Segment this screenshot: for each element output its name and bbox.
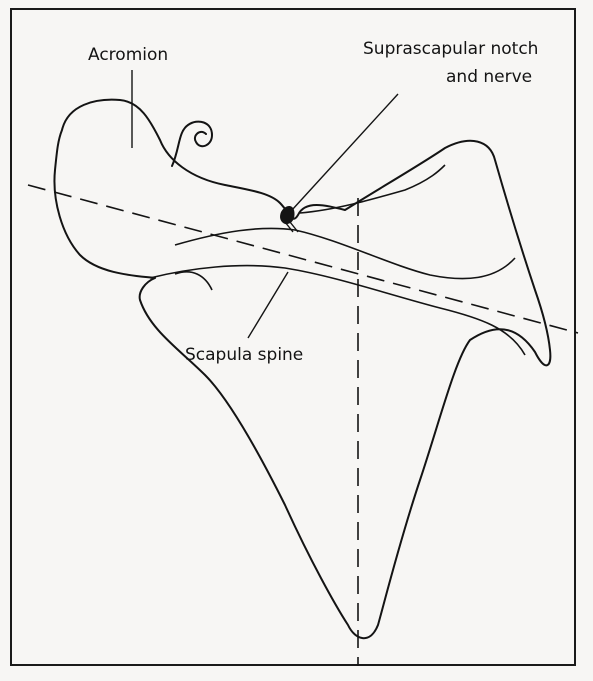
scapula-outline bbox=[54, 100, 550, 639]
scapula-spine-leader-line bbox=[248, 272, 288, 338]
infraspinous-contour bbox=[175, 272, 212, 290]
suprascapular-leader-line bbox=[292, 94, 398, 210]
acromion-label: Acromion bbox=[88, 45, 168, 65]
oblique-axis-dashed-line bbox=[28, 185, 578, 333]
suprascapular-label-line2: and nerve bbox=[446, 67, 532, 87]
scapula-spine-label: Scapula spine bbox=[185, 345, 303, 365]
suprascapular-label-line1: Suprascapular notch bbox=[363, 39, 538, 59]
coracoid-process bbox=[172, 122, 212, 166]
